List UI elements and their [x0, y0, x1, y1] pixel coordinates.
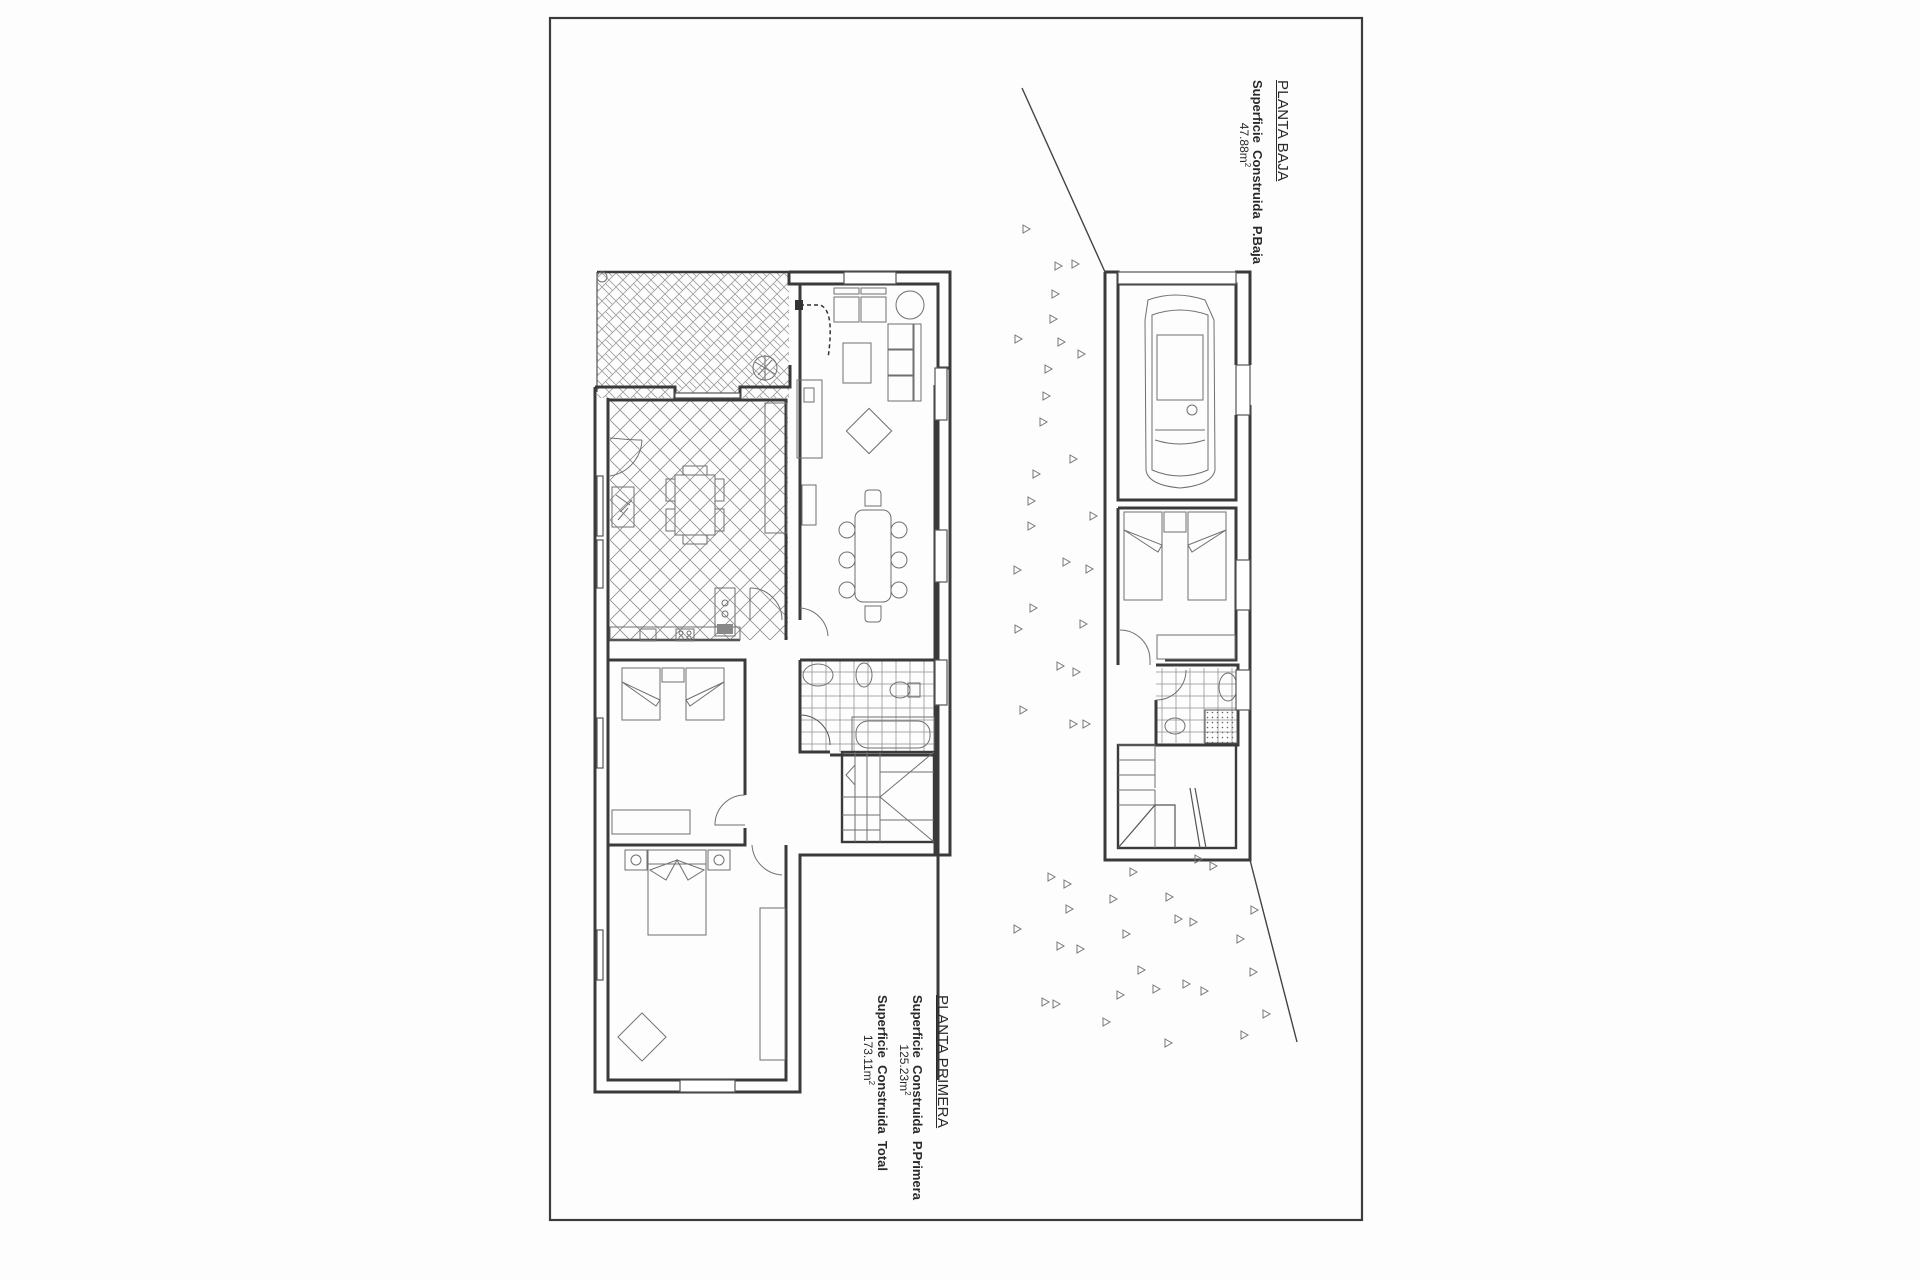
planta-primera-title: PLANTA PRIMERA — [934, 995, 951, 1129]
bedroom-baja — [1116, 506, 1238, 665]
total-surface-label: Superficie Construida Total — [875, 995, 891, 1172]
car-icon — [1144, 294, 1216, 489]
site-boundary-line-top — [1021, 87, 1106, 273]
planta-baja-label: PLANTA BAJA Superficie Construida P.Baja… — [1236, 80, 1291, 264]
garage — [1116, 284, 1238, 502]
planta-primera-plan — [593, 270, 952, 1094]
terrain-markers — [1013, 224, 1271, 1048]
kitchen — [608, 398, 788, 642]
terrace — [596, 270, 789, 398]
bedroom-1 — [608, 658, 747, 847]
planta-baja-plan — [1103, 270, 1252, 862]
living-dining-room — [795, 287, 925, 637]
stairs-primera — [840, 750, 936, 844]
sheet-border — [548, 16, 1364, 1222]
bathroom-baja — [1154, 663, 1240, 747]
planta-primera-surface-label: Superficie Construida P.Primera — [910, 995, 926, 1200]
stairs-baja — [1116, 743, 1238, 850]
site-boundary-line-bottom — [1249, 859, 1298, 1043]
master-bedroom — [617, 844, 786, 1062]
planta-baja-surface-value: 47.88m2 — [1236, 122, 1252, 168]
planta-baja-title: PLANTA BAJA — [1274, 80, 1291, 182]
total-surface-value: 173.11m2 — [861, 1034, 877, 1086]
planta-baja-surface-label: Superficie Construida P.Baja — [1250, 80, 1266, 264]
bathroom-primera — [798, 658, 938, 757]
planta-primera-surface-value: 125.23m2 — [896, 1044, 912, 1096]
planta-primera-label: PLANTA PRIMERA Superficie Construida P.P… — [861, 995, 951, 1200]
